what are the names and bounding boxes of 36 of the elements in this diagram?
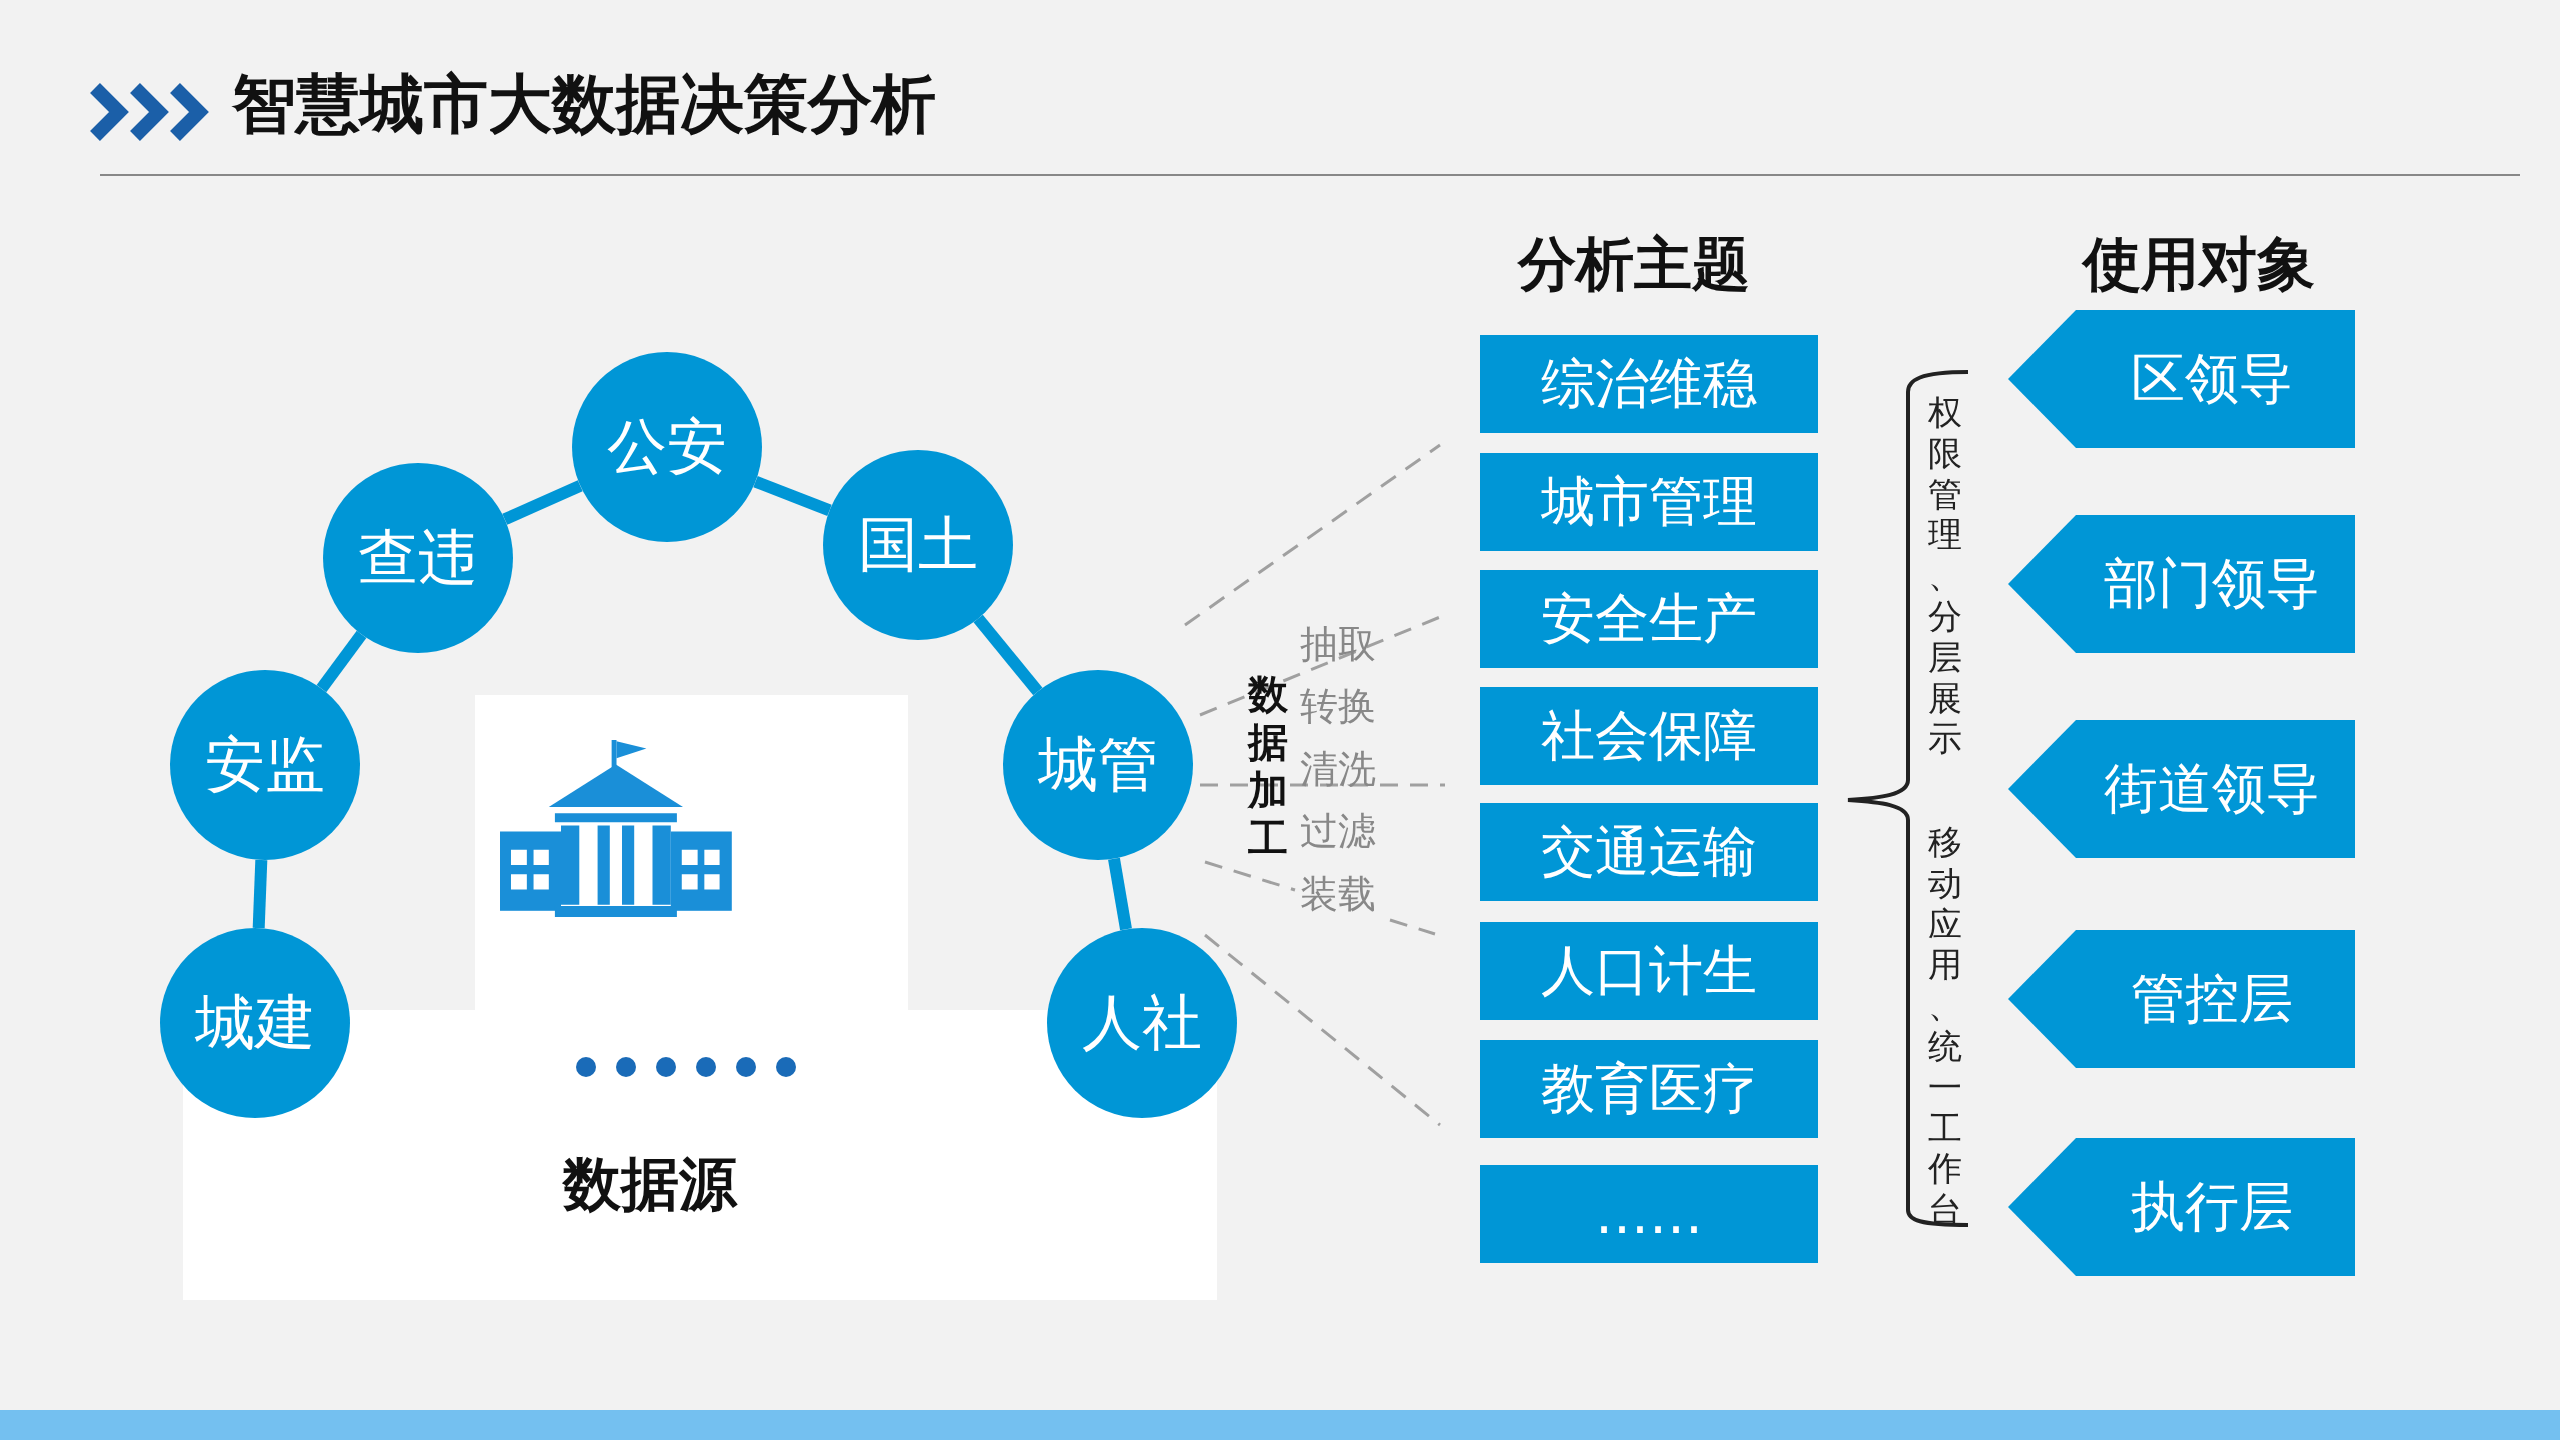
column-heading: 分析主题 — [1518, 235, 1750, 293]
connector-line — [973, 614, 1043, 696]
category-circle: 公安 — [572, 352, 762, 542]
connector-line — [1108, 857, 1132, 931]
category-circle: 查违 — [323, 463, 513, 653]
user-arrow-tag: 管控层 — [2008, 930, 2355, 1068]
process-step: 过滤 — [1300, 812, 1376, 850]
category-circle: 人社 — [1047, 928, 1237, 1118]
topic-box: 安全生产 — [1480, 570, 1818, 668]
topic-box: 社会保障 — [1480, 687, 1818, 785]
bracket-note: 权限管理、分层展示 — [1928, 392, 1962, 760]
topic-box: 人口计生 — [1480, 922, 1818, 1020]
connector-line — [316, 630, 367, 693]
process-step: 抽取 — [1300, 625, 1376, 663]
topic-box: 交通运输 — [1480, 803, 1818, 901]
user-arrow-tag: 执行层 — [2008, 1138, 2355, 1276]
connector-line — [502, 480, 583, 525]
category-circle: 国土 — [823, 450, 1013, 640]
topic-box: 城市管理 — [1480, 453, 1818, 551]
process-step: 清洗 — [1300, 750, 1376, 788]
process-step: 装载 — [1300, 875, 1376, 913]
panel-title: 数据源 — [563, 1155, 737, 1213]
category-circle: 安监 — [170, 670, 360, 860]
category-circle: 城管 — [1003, 670, 1193, 860]
topic-box: …… — [1480, 1165, 1818, 1263]
user-arrow-tag: 区领导 — [2008, 310, 2355, 448]
process-step: 转换 — [1300, 687, 1376, 725]
page-title: 智慧城市大数据决策分析 — [232, 72, 936, 136]
topic-box: 综治维稳 — [1480, 335, 1818, 433]
process-heading: 数据加工 — [1248, 670, 1288, 862]
user-arrow-tag: 街道领导 — [2008, 720, 2355, 858]
category-circle: 城建 — [160, 928, 350, 1118]
user-arrow-tag: 部门领导 — [2008, 515, 2355, 653]
connector-line — [252, 859, 268, 929]
topic-box: 教育医疗 — [1480, 1040, 1818, 1138]
connector-line — [753, 475, 832, 517]
